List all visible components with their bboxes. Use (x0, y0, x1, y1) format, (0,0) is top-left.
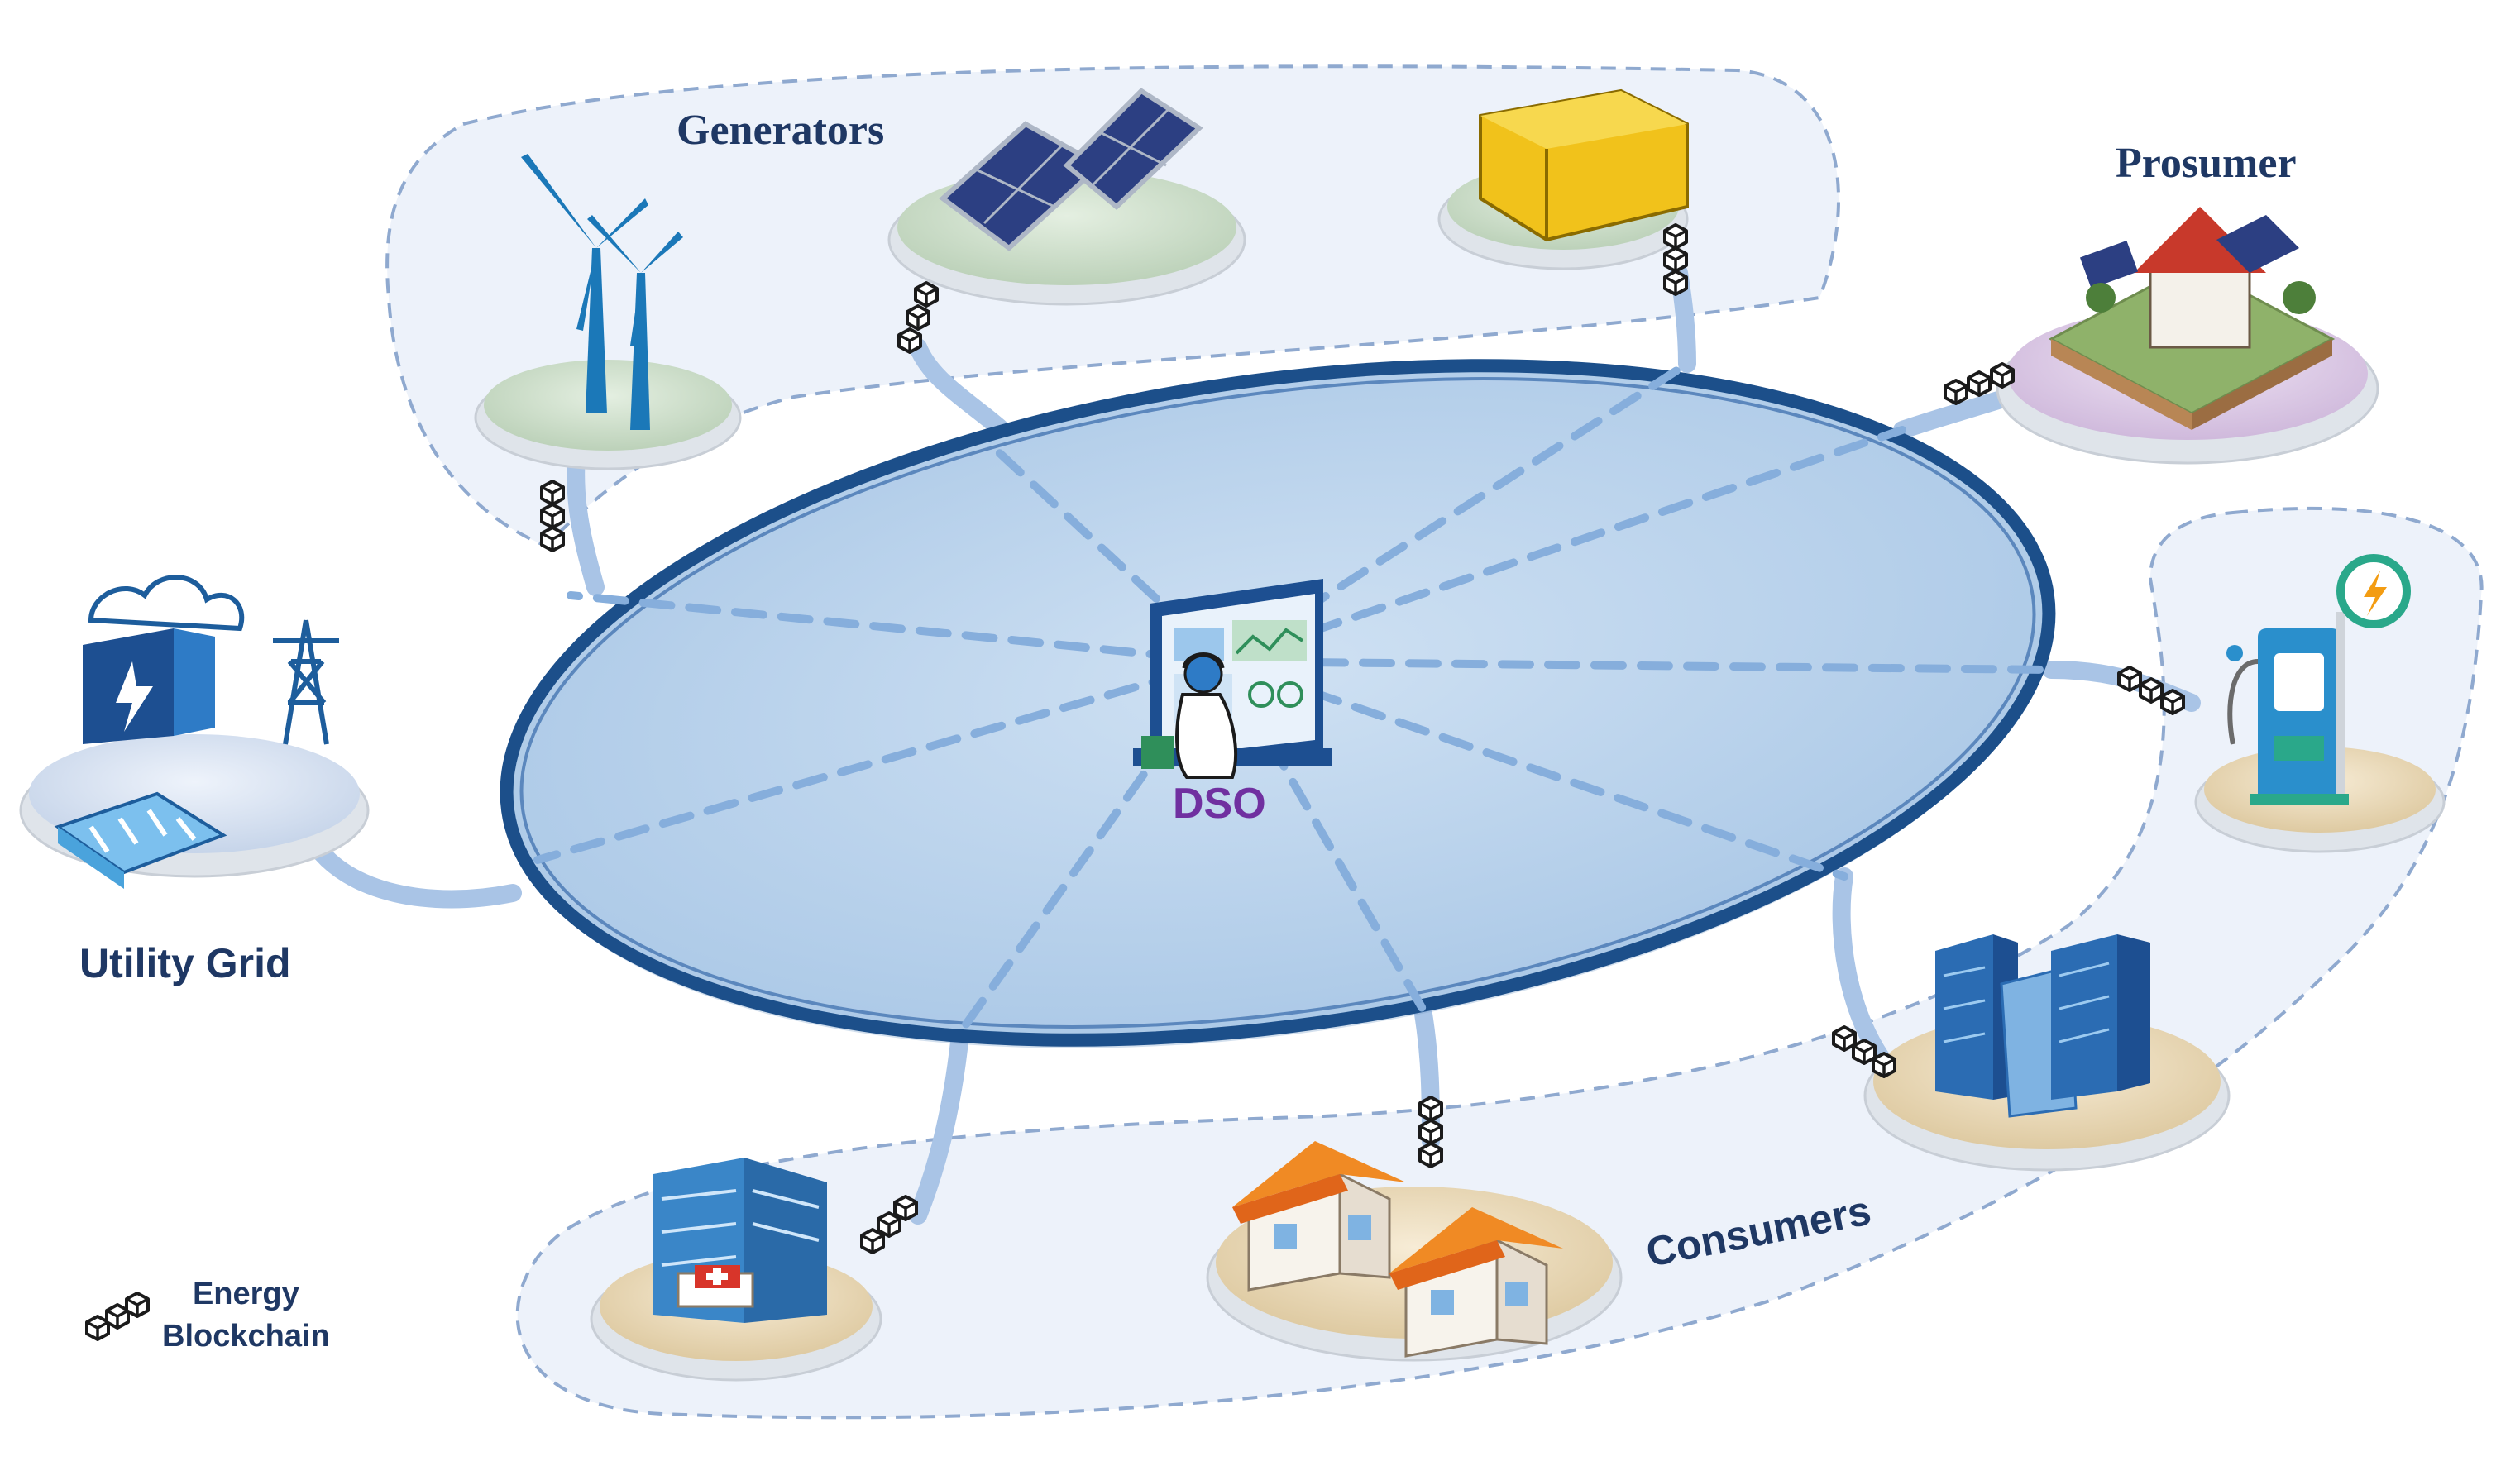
legend-label: Energy Blockchain (162, 1273, 330, 1359)
ev-charger-icon (2194, 554, 2446, 853)
legend-line-2: Blockchain (162, 1319, 330, 1354)
link-utility (305, 834, 522, 909)
power-plant-icon (19, 575, 370, 889)
blockchain-icon (540, 480, 565, 552)
hospital-icon (590, 1158, 882, 1382)
utility-grid-label: Utility Grid (79, 940, 291, 986)
office-building-icon (1863, 934, 2231, 1172)
generators-label: Generators (677, 107, 885, 154)
blockchain-icon (1663, 223, 1688, 296)
dso-operator-icon (1133, 579, 1332, 779)
consumers-group (515, 506, 2484, 1420)
blockchain-icon (85, 1292, 150, 1341)
link-office (1832, 867, 1903, 1084)
wind-turbine-icon (474, 154, 742, 470)
link-hospital (909, 1033, 968, 1225)
dso-label: DSO (1173, 780, 1266, 828)
prosumer-house-icon (1996, 207, 2379, 465)
houses-icon (1206, 1141, 1623, 1362)
legend-line-1: Energy (192, 1277, 299, 1311)
blockchain-icon (1418, 1096, 1443, 1168)
diesel-generator-icon (1437, 88, 1689, 270)
prosumer-label: Prosumer (2116, 140, 2297, 187)
solar-panel-icon (887, 88, 1246, 306)
